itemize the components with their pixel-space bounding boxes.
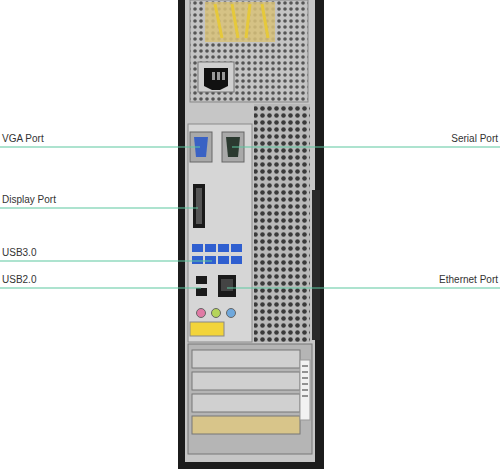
port-label: USB3.0	[2, 247, 36, 259]
port-label: Ethernet Port	[439, 274, 498, 286]
port-label: USB2.0	[2, 274, 36, 286]
port-label: VGA Port	[2, 133, 44, 145]
port-label: Serial Port	[451, 133, 498, 145]
leader-lines	[0, 147, 500, 288]
port-label: Display Port	[2, 194, 56, 206]
pc-case	[178, 0, 324, 469]
